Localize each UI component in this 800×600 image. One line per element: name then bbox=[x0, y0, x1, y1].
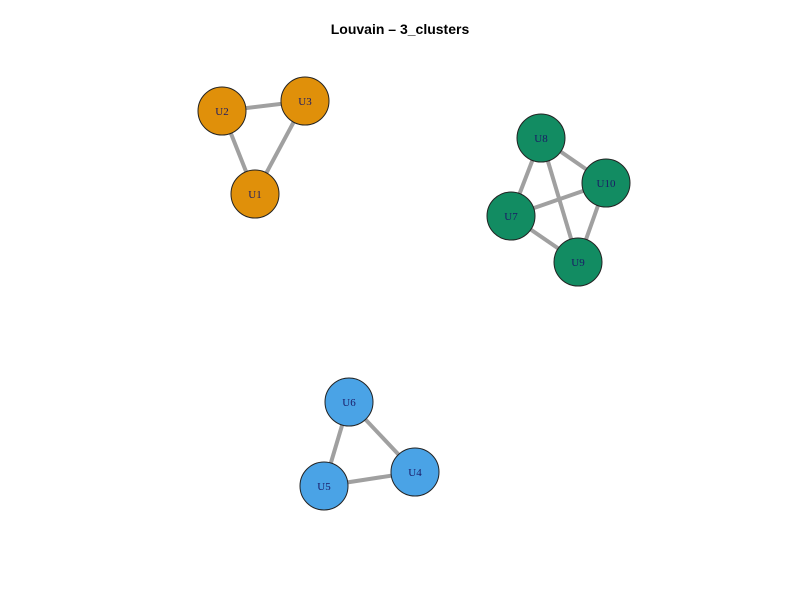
node-circle-u3 bbox=[280, 76, 330, 126]
node-label-u5: U5 bbox=[317, 481, 331, 493]
node-label-u6: U6 bbox=[342, 397, 356, 409]
node-label-u3: U3 bbox=[298, 96, 312, 108]
node-circle-u4 bbox=[390, 447, 440, 497]
node-u10: U10 bbox=[581, 158, 631, 208]
node-label-u7: U7 bbox=[504, 211, 518, 223]
node-u3: U3 bbox=[280, 76, 330, 126]
node-u8: U8 bbox=[516, 113, 566, 163]
node-u6: U6 bbox=[324, 377, 374, 427]
graph-title: Louvain – 3_clusters bbox=[330, 21, 470, 37]
node-label-u4: U4 bbox=[408, 467, 422, 479]
node-label-u1: U1 bbox=[248, 189, 261, 201]
node-circle-u6 bbox=[324, 377, 374, 427]
node-label-u9: U9 bbox=[571, 257, 585, 269]
node-u4: U4 bbox=[390, 447, 440, 497]
node-circle-u9 bbox=[553, 237, 603, 287]
node-label-u8: U8 bbox=[534, 133, 548, 145]
node-circle-u10 bbox=[581, 158, 631, 208]
node-u5: U5 bbox=[299, 461, 349, 511]
node-u2: U2 bbox=[197, 86, 247, 136]
node-label-u10: U10 bbox=[597, 178, 616, 190]
node-circle-u8 bbox=[516, 113, 566, 163]
node-circle-u5 bbox=[299, 461, 349, 511]
node-circle-u1 bbox=[230, 169, 280, 219]
node-u1: U1 bbox=[230, 169, 280, 219]
node-label-u2: U2 bbox=[215, 106, 228, 118]
node-circle-u7 bbox=[486, 191, 536, 241]
node-u7: U7 bbox=[486, 191, 536, 241]
node-u9: U9 bbox=[553, 237, 603, 287]
node-circle-u2 bbox=[197, 86, 247, 136]
